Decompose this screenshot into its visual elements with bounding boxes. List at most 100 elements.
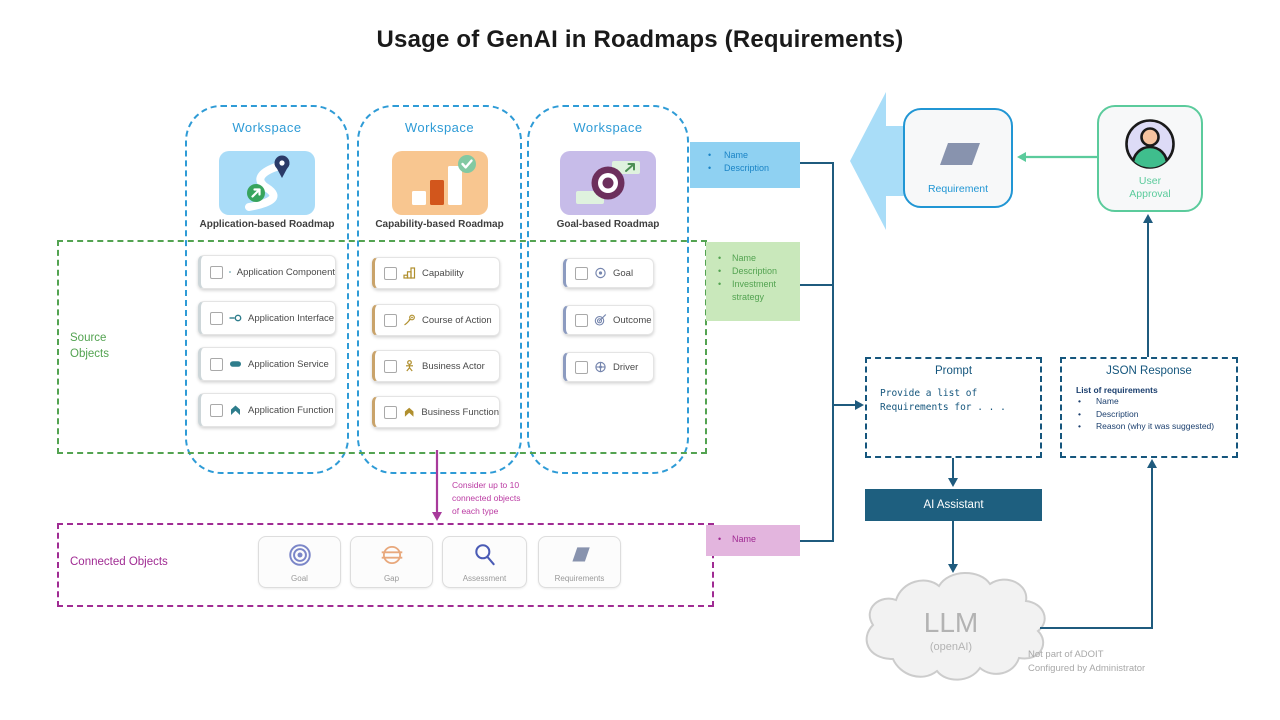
workspace-header: Workspace [404, 120, 475, 135]
notes-connector-line [800, 162, 834, 542]
connected-objects-frame: Connected Objects [57, 523, 714, 607]
application-service-icon [230, 361, 241, 367]
llm-subtitle: (openAI) [930, 641, 972, 653]
requirement-node: Requirement [903, 108, 1013, 208]
connected-objects-label: Connected Objects [70, 556, 168, 568]
connected-item-gap[interactable]: Gap [350, 536, 433, 588]
business-actor-icon [406, 360, 413, 372]
outcome-icon [594, 314, 607, 326]
prompt-box: Prompt Provide a list of Requirements fo… [865, 357, 1042, 458]
workspace-box-capability: Workspace Capability-based Roadmap [357, 105, 522, 474]
workspace-box-application: Workspace Application-based Roadmap [185, 105, 349, 474]
checkbox[interactable] [575, 313, 588, 327]
source-item-outcome[interactable]: Outcome [563, 305, 654, 335]
source-item-label: Business Actor [422, 360, 485, 372]
json-item: Name [1062, 395, 1236, 408]
note-item: Name [706, 252, 800, 265]
checkbox[interactable] [384, 266, 397, 280]
source-item-label: Application Interface [248, 312, 335, 324]
capability-roadmap-icon [391, 151, 488, 215]
ai-assistant-bar: AI Assistant [865, 489, 1042, 521]
ai-assistant-label: AI Assistant [923, 499, 984, 511]
source-item-application-interface[interactable]: Application Interface [198, 301, 336, 335]
business-function-icon [404, 407, 414, 417]
note-item: Description [706, 265, 800, 278]
course-of-action-icon [404, 314, 415, 326]
json-arrowhead [1147, 459, 1157, 468]
source-item-label: Application Component [236, 266, 335, 278]
workspace-header: Workspace [573, 120, 643, 135]
note-item: Name [690, 149, 800, 162]
connected-item-assessment[interactable]: Assessment [442, 536, 527, 588]
source-item-label: Outcome [613, 314, 652, 326]
assessment-magnifier-icon [474, 544, 495, 566]
llm-title: LLM [924, 607, 978, 638]
gap-icon [381, 545, 402, 565]
application-interface-icon [229, 314, 242, 322]
source-objects-label: Source Objects [70, 332, 109, 360]
connected-item-goal[interactable]: Goal [258, 536, 341, 588]
source-item-label: Capability [422, 267, 464, 279]
source-item-label: Course of Action [422, 314, 492, 326]
json-item: Description [1062, 408, 1236, 421]
workspace-header: Workspace [232, 120, 302, 135]
source-item-application-service[interactable]: Application Service [198, 347, 336, 381]
connected-arrowhead [432, 512, 442, 521]
llm-to-json-line [1040, 468, 1153, 629]
connected-item-label: Assessment [462, 574, 507, 583]
json-response-heading: List of requirements [1076, 385, 1158, 395]
json-item: Reason (why it was suggested) [1062, 420, 1236, 433]
checkbox[interactable] [575, 360, 588, 374]
connected-attributes-note: Name [706, 525, 800, 556]
checkbox[interactable] [384, 313, 397, 327]
goal-icon [595, 267, 606, 279]
source-item-goal[interactable]: Goal [563, 258, 654, 288]
source-item-label: Business Function [421, 406, 499, 418]
source-item-label: Application Function [248, 404, 334, 416]
requirements-parallelogram-icon [571, 547, 590, 562]
capability-icon [403, 267, 416, 279]
page-title: Usage of GenAI in Roadmaps (Requirements… [376, 26, 904, 53]
source-item-label: Goal [613, 267, 634, 279]
source-item-application-function[interactable]: Application Function [198, 393, 336, 427]
driver-icon [595, 361, 606, 373]
source-item-business-actor[interactable]: Business Actor [372, 350, 500, 382]
source-item-business-function[interactable]: Business Function [372, 396, 500, 428]
consider-note: Consider up to 10 connected objects of e… [452, 480, 521, 516]
application-component-icon [229, 271, 231, 273]
big-left-arrow-icon [850, 92, 908, 230]
user-avatar-icon [1125, 119, 1175, 169]
source-item-driver[interactable]: Driver [563, 352, 654, 382]
checkbox[interactable] [210, 403, 223, 417]
source-item-course-of-action[interactable]: Course of Action [372, 304, 500, 336]
requirement-label: Requirement [927, 183, 989, 195]
source-objects-frame: Source Objects [57, 240, 707, 454]
source-item-capability[interactable]: Capability [372, 257, 500, 289]
connected-item-label: Requirements [554, 574, 605, 583]
checkbox[interactable] [210, 311, 223, 325]
requirement-parallelogram-icon [940, 143, 980, 165]
llm-cloud: LLM (openAI) [865, 572, 1046, 681]
user-approval-node: User Approval [1097, 105, 1203, 212]
checkbox[interactable] [210, 357, 223, 371]
connected-item-requirements[interactable]: Requirements [538, 536, 621, 588]
application-function-icon [231, 405, 240, 415]
note-item: Investment strategy [706, 278, 800, 304]
json-response-box: JSON Response List of requirements Name … [1060, 357, 1238, 458]
footnote: Not part of ADOIT Configured by Administ… [1028, 649, 1146, 674]
requirement-arrowhead [1017, 152, 1026, 162]
checkbox[interactable] [210, 265, 223, 279]
checkbox[interactable] [384, 405, 397, 419]
connected-item-label: Goal [291, 574, 308, 583]
source-item-label: Application Service [248, 358, 329, 370]
approval-arrowhead [1143, 214, 1153, 223]
source-item-application-component[interactable]: Application Component [198, 255, 336, 289]
checkbox[interactable] [384, 359, 397, 373]
checkbox[interactable] [575, 266, 588, 280]
workspace-attributes-note: Name Description [690, 142, 800, 188]
json-response-title: JSON Response [1106, 365, 1192, 377]
ai-arrowhead [948, 478, 958, 487]
note-item: Name [706, 533, 800, 546]
prompt-title: Prompt [934, 365, 973, 377]
